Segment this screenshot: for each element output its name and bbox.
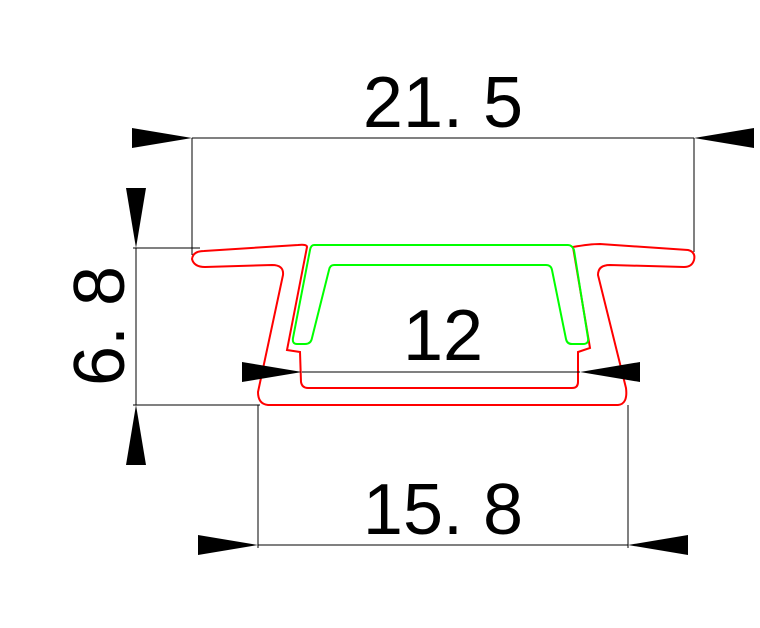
dimension-overall-width: 21. 5 — [132, 63, 754, 255]
dimension-inner-width: 12 — [242, 296, 640, 382]
dimension-label-inner-width: 12 — [403, 296, 483, 376]
dimension-label-base-width: 15. 8 — [363, 470, 523, 550]
aluminium-profile-outline — [190, 242, 696, 406]
dimension-label-height: 6. 8 — [60, 266, 140, 386]
dimension-label-overall-width: 21. 5 — [363, 63, 523, 143]
dimension-height: 6. 8 — [60, 188, 260, 465]
dimension-base-width: 15. 8 — [198, 405, 688, 555]
diffuser-outline — [291, 244, 590, 345]
